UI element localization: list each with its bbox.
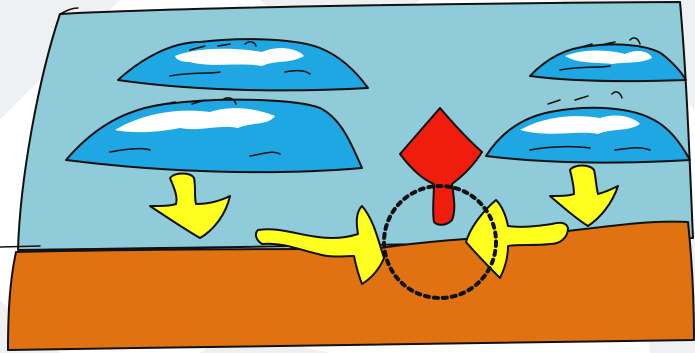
horizon-line: [0, 246, 40, 247]
